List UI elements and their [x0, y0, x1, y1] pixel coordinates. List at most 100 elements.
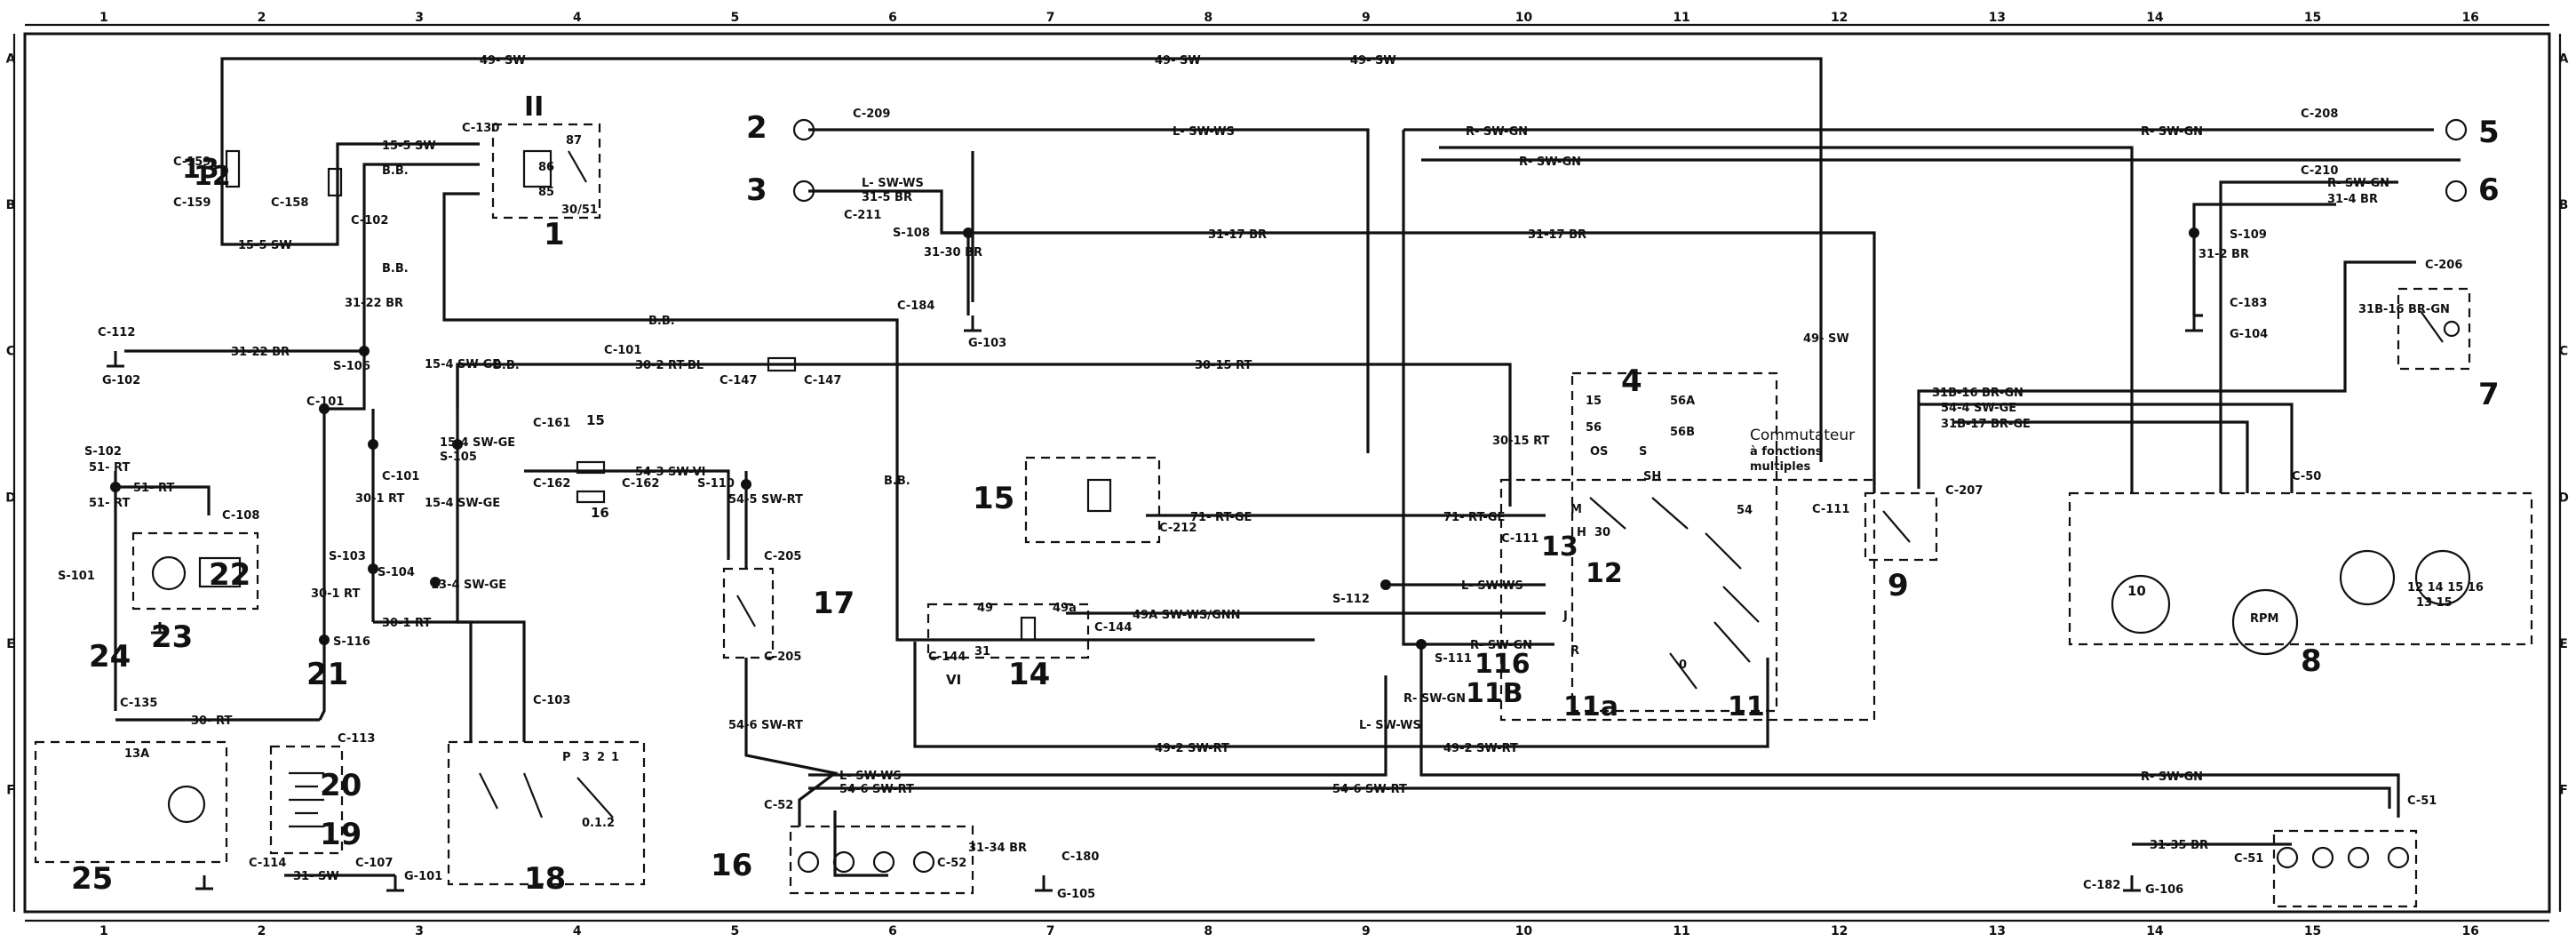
ground-label: G-102 — [102, 374, 140, 387]
pin-label: OS — [1590, 445, 1608, 459]
ground-labels: G-102 G-103 G-101 G-105 G-104 G-106 — [102, 328, 2268, 901]
ground-label: G-106 — [2145, 883, 2183, 897]
wire-label: B.B. — [648, 315, 675, 328]
switch-title-line3: multiples — [1750, 460, 1811, 474]
component-number: 18 — [524, 861, 566, 897]
gauge-ticks: 12 14 15 16 — [2407, 581, 2484, 595]
component-number: 16 — [711, 848, 752, 883]
grid-row-label: F — [2559, 784, 2568, 798]
component-number: 6 — [2478, 172, 2500, 208]
component-number: VI — [946, 672, 961, 688]
relay-pin-labels: 87 86 85 30/51 49 49a 31 15 56 56A 56B O… — [124, 134, 1753, 830]
pin-label: M — [1570, 503, 1582, 516]
wire-label: 30-1 RT — [382, 617, 431, 630]
pin-label: R — [1570, 644, 1579, 658]
pin-label: 13A — [124, 747, 149, 761]
wire-label: 31-22 BR — [231, 346, 290, 359]
pin-label: 85 — [538, 186, 554, 199]
wire-label: 31B-16 BR-GN — [2358, 303, 2450, 316]
component-number: 21 — [306, 657, 348, 692]
grid-row-label: C — [2559, 345, 2568, 359]
wire-label: 49A SW-WS/GNN — [1133, 609, 1241, 622]
wire-label: 15-5 SW — [238, 239, 292, 252]
connector-label: C-205 — [764, 550, 801, 563]
wire-label: 54-3 SW-VI — [635, 466, 706, 479]
component-number: 15 — [973, 481, 1014, 516]
grid-row-label: B — [2559, 198, 2569, 212]
pin-label: 3 — [582, 751, 590, 764]
grid-column-label: 1 — [99, 11, 108, 25]
wire-label: R- SW-GN — [2141, 125, 2203, 139]
connector-label: C-159 — [173, 196, 211, 210]
wire-label: 71- RT-GE — [1190, 511, 1252, 524]
grid-row-label: D — [5, 491, 16, 505]
wire-label: 31- SW — [293, 870, 339, 883]
wire-label: 31B-16 BR-GN — [1932, 387, 2023, 400]
connector-label: C-101 — [306, 395, 344, 409]
connector-label: C-111 — [1812, 503, 1849, 516]
connector-label: C-182 — [2083, 879, 2120, 892]
wire-label: R- SW-GN — [1403, 692, 1466, 706]
connector-label: C-130 — [462, 122, 499, 135]
connector-label: C-207 — [1945, 484, 1983, 498]
component-number: 22 — [209, 557, 250, 593]
component-number: 7 — [2478, 377, 2500, 412]
grid-column-label: 11 — [1673, 11, 1690, 25]
component-number: 8 — [2301, 643, 2322, 679]
symbols — [151, 118, 2471, 874]
connector-label: C-114 — [249, 857, 286, 870]
component-number: 23 — [151, 619, 193, 655]
switch-title-line1: Commutateur — [1750, 427, 1855, 444]
wire-label: 49- SW — [480, 54, 526, 68]
component-number: 11 — [1728, 691, 1765, 722]
pin-label: 56A — [1670, 395, 1695, 408]
splice-label: S-116 — [333, 635, 370, 649]
wire-label: 31-4 BR — [2327, 193, 2378, 206]
grid-column-label: 12 — [1831, 11, 1848, 25]
grid-column-label: 7 — [1046, 11, 1055, 25]
grid-column-label: 3 — [415, 924, 424, 938]
component-number: 10 — [2127, 583, 2146, 599]
wires — [114, 57, 2461, 877]
grid-column-label: 13 — [1989, 924, 2006, 938]
wire-label: L- SW-WS — [862, 177, 924, 190]
grid-row-label: B — [6, 198, 16, 212]
wire-label: 54-4 SW-GE — [1941, 402, 2016, 415]
connector-label: C-159 — [173, 156, 211, 169]
connector-label: C-180 — [1061, 850, 1099, 864]
pin-label: 56 — [1586, 421, 1602, 435]
wire-label: 30-15 RT — [1492, 435, 1550, 448]
wire-label: R- SW-GN — [1470, 639, 1532, 652]
wire-label: R- SW-GN — [2327, 177, 2389, 190]
component-boxes — [34, 123, 2533, 908]
grid-column-label: 15 — [2304, 924, 2321, 938]
connector-label: C-205 — [764, 651, 801, 664]
component-number: 11B — [1466, 678, 1523, 709]
wire-label: 49- SW — [1803, 332, 1849, 346]
component-number: 12 — [1586, 558, 1623, 589]
wire-label: 71- RT-GE — [1443, 511, 1505, 524]
connector-label: C-183 — [2230, 297, 2267, 310]
splice-label: S-104 — [378, 566, 415, 579]
component-number: 14 — [1008, 657, 1050, 692]
splice-label: S-101 — [58, 570, 95, 583]
pin-label: SH — [1643, 470, 1661, 483]
component-number: 17 — [813, 586, 855, 621]
grid-column-label: 2 — [258, 11, 266, 25]
grid-column-label: 1 — [99, 924, 108, 938]
connector-label: C-161 — [533, 417, 570, 430]
connector-label: C-52 — [764, 799, 793, 812]
pin-label: 1 — [611, 751, 619, 764]
grid-column-label: 5 — [730, 11, 739, 25]
grid-column-label: 6 — [888, 11, 897, 25]
wire-label: 31-17 BR — [1208, 228, 1267, 242]
wire-label: 51- RT — [89, 461, 130, 475]
grid-row-label: F — [6, 784, 15, 798]
grid-column-label: 4 — [573, 924, 582, 938]
grid-row-label: C — [6, 345, 15, 359]
component-number: 24 — [89, 639, 131, 675]
wire-label: 31-30 BR — [924, 246, 982, 259]
